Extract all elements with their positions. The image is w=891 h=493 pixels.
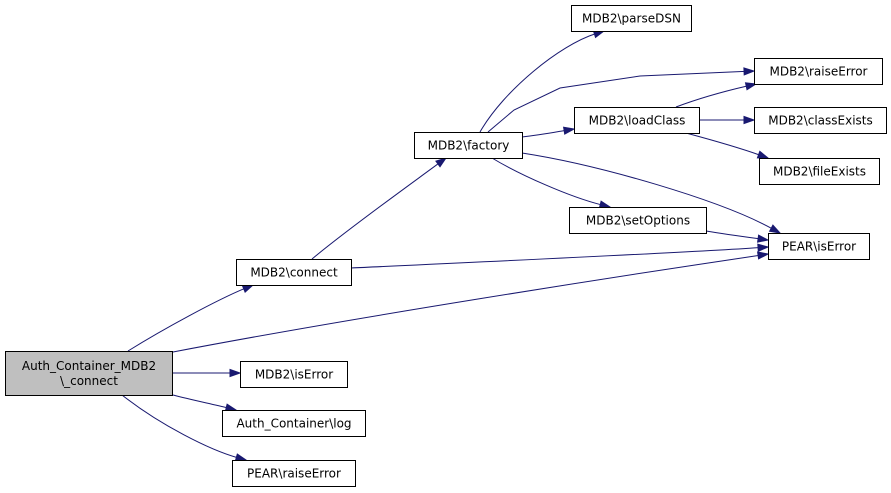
node-box	[240, 361, 348, 388]
node-label: MDB2\parseDSN	[582, 12, 681, 26]
node-label: MDB2\raiseError	[769, 65, 867, 79]
edge-line	[311, 162, 440, 260]
edge-line	[675, 85, 748, 108]
node-box	[574, 107, 700, 134]
node-label: PEAR\raiseError	[247, 467, 341, 481]
arrow-head-icon	[756, 150, 770, 159]
node-label: MDB2\loadClass	[589, 114, 686, 128]
arrow-head-icon	[757, 251, 770, 260]
edge-mdb2-factory-to-mdb2-loadclass	[521, 126, 576, 138]
edge-mdb2-connect-to-mdb2-factory	[311, 157, 448, 260]
edge-line	[521, 152, 773, 230]
node-box	[236, 259, 352, 286]
edge-line	[521, 129, 566, 138]
node-pear-iserror[interactable]: PEAR\isError	[768, 233, 870, 260]
edge-mdb2-setoptions-to-pear-iserror	[705, 230, 770, 243]
edge-line	[705, 230, 760, 240]
node-label: MDB2\fileExists	[773, 165, 866, 179]
node-label: Auth_Container\log	[236, 417, 351, 431]
arrow-head-icon	[435, 157, 448, 168]
node-box	[754, 58, 883, 85]
node-auth-container-log[interactable]: Auth_Container\log	[222, 410, 366, 437]
node-mdb2-loadclass[interactable]: MDB2\loadClass	[574, 107, 700, 134]
arrow-head-icon	[241, 284, 255, 293]
edge-line	[350, 247, 760, 269]
edge-line	[685, 132, 760, 156]
arrow-head-icon	[234, 453, 248, 462]
node-mdb2-raiseerror[interactable]: MDB2\raiseError	[754, 58, 883, 85]
node-box	[222, 410, 366, 437]
node-mdb2-fileexists[interactable]: MDB2\fileExists	[759, 158, 880, 185]
edge-mdb2-factory-to-mdb2-setoptions	[491, 157, 612, 209]
node-label: MDB2\isError	[255, 368, 333, 382]
arrow-head-icon	[757, 243, 770, 252]
node-label: MDB2\factory	[428, 139, 510, 153]
node-box	[768, 233, 870, 260]
edge-line	[491, 157, 602, 206]
edge-mdb2-loadclass-to-mdb2-classexists	[700, 115, 756, 125]
edge-line	[121, 394, 238, 459]
arrow-head-icon	[598, 200, 612, 209]
edge-line	[172, 394, 228, 409]
arrow-head-icon	[743, 67, 756, 76]
edge-root-to-auth-container-log	[172, 394, 238, 412]
node-mdb2-setoptions[interactable]: MDB2\setOptions	[569, 207, 707, 234]
arrow-head-icon	[229, 368, 242, 378]
edge-line	[487, 70, 746, 133]
arrow-head-icon	[744, 82, 758, 91]
edge-mdb2-loadclass-to-mdb2-fileexists	[685, 132, 770, 159]
node-label: MDB2\connect	[250, 266, 338, 280]
node-label: MDB2\setOptions	[586, 214, 690, 228]
node-mdb2-connect[interactable]: MDB2\connect	[236, 259, 352, 286]
nodes-layer: Auth_Container_MDB2\_connect MDB2\connect…	[5, 5, 887, 487]
node-label: Auth_Container_MDB2	[22, 359, 156, 373]
node-mdb2-factory[interactable]: MDB2\factory	[414, 132, 523, 159]
node-box	[569, 207, 707, 234]
node-pear-raiseerror[interactable]: PEAR\raiseError	[232, 460, 356, 487]
edge-mdb2-connect-to-pear-iserror	[350, 243, 770, 269]
node-box	[414, 132, 523, 159]
arrow-head-icon	[757, 234, 770, 243]
edge-line	[172, 254, 760, 353]
node-label: \_connect	[60, 374, 118, 388]
edge-mdb2-factory-to-mdb2-raiseerror	[487, 67, 756, 133]
arrow-head-icon	[768, 224, 782, 234]
edge-root-to-mdb2-iserror	[173, 368, 242, 378]
node-box	[5, 351, 173, 396]
edge-root-to-pear-iserror	[172, 251, 770, 353]
edge-root-to-mdb2-connect	[127, 284, 255, 352]
node-mdb2-classexists[interactable]: MDB2\classExists	[754, 107, 887, 134]
node-mdb2-parsedsn[interactable]: MDB2\parseDSN	[571, 5, 692, 32]
node-mdb2-iserror[interactable]: MDB2\isError	[240, 361, 348, 388]
node-box	[754, 107, 887, 134]
node-root[interactable]: Auth_Container_MDB2\_connect	[5, 351, 173, 396]
node-label: PEAR\isError	[782, 240, 856, 254]
node-box	[232, 460, 356, 487]
edge-line	[127, 288, 245, 352]
node-box	[571, 5, 692, 32]
edges-layer	[121, 30, 782, 462]
edge-mdb2-loadclass-to-mdb2-raiseerror	[675, 82, 758, 108]
arrow-head-icon	[562, 126, 576, 135]
arrow-head-icon	[224, 403, 238, 412]
node-box	[759, 158, 880, 185]
edge-line	[479, 33, 596, 133]
arrow-head-icon	[743, 115, 756, 125]
node-label: MDB2\classExists	[768, 114, 873, 128]
edge-mdb2-factory-to-pear-iserror	[521, 152, 782, 234]
